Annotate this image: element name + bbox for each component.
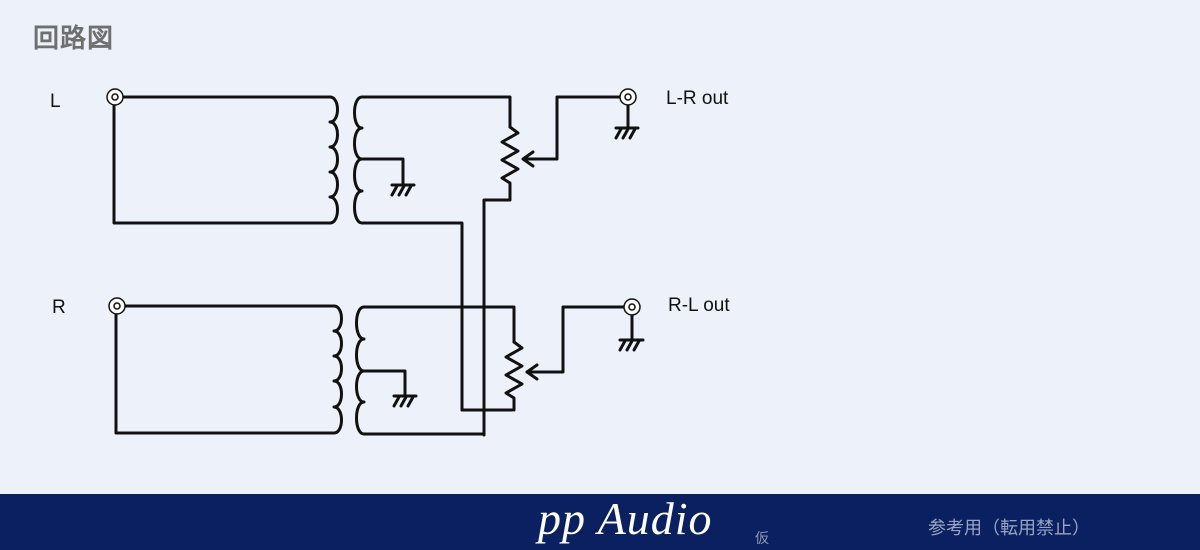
- l-primary-coil: [328, 95, 339, 225]
- l-secondary-coil: [353, 95, 364, 225]
- usage-notice: 参考用（転用禁止）: [928, 518, 1090, 539]
- l-secondary-wires: [360, 95, 512, 412]
- r-pot: [504, 340, 524, 412]
- page-title: 回路図: [33, 24, 115, 54]
- r-primary-coil: [332, 304, 343, 435]
- brand-mark: 仮: [755, 531, 769, 547]
- lr-out-ground: [614, 102, 640, 140]
- label-r-input: R: [52, 297, 66, 318]
- rl-output-jack: [623, 298, 641, 316]
- label-rl-out: R-L out: [668, 295, 730, 316]
- brand-logo: pp Audio: [538, 493, 713, 544]
- label-lr-out: L-R out: [666, 88, 729, 109]
- r-primary-loop: [114, 304, 336, 435]
- l-secondary-ground: [390, 183, 416, 197]
- l-pot-arrow: [521, 150, 535, 168]
- lr-output-jack: [619, 88, 637, 106]
- label-l-input: L: [50, 91, 61, 112]
- r-input-jack: [108, 297, 126, 315]
- r-secondary-ground: [392, 394, 418, 408]
- footer-bar: pp Audio 仮 参考用（転用禁止）: [0, 493, 1200, 550]
- r-secondary-wires: [362, 305, 516, 436]
- l-input-jack: [106, 88, 124, 106]
- circuit-diagram: L R L-R out R-L out: [50, 88, 730, 437]
- l-pot-wiper: [522, 95, 624, 161]
- l-primary-loop: [112, 95, 332, 225]
- r-pot-arrow: [525, 363, 539, 381]
- r-pot-wiper: [525, 305, 628, 374]
- l-pot: [482, 125, 520, 437]
- rl-out-ground: [618, 312, 645, 352]
